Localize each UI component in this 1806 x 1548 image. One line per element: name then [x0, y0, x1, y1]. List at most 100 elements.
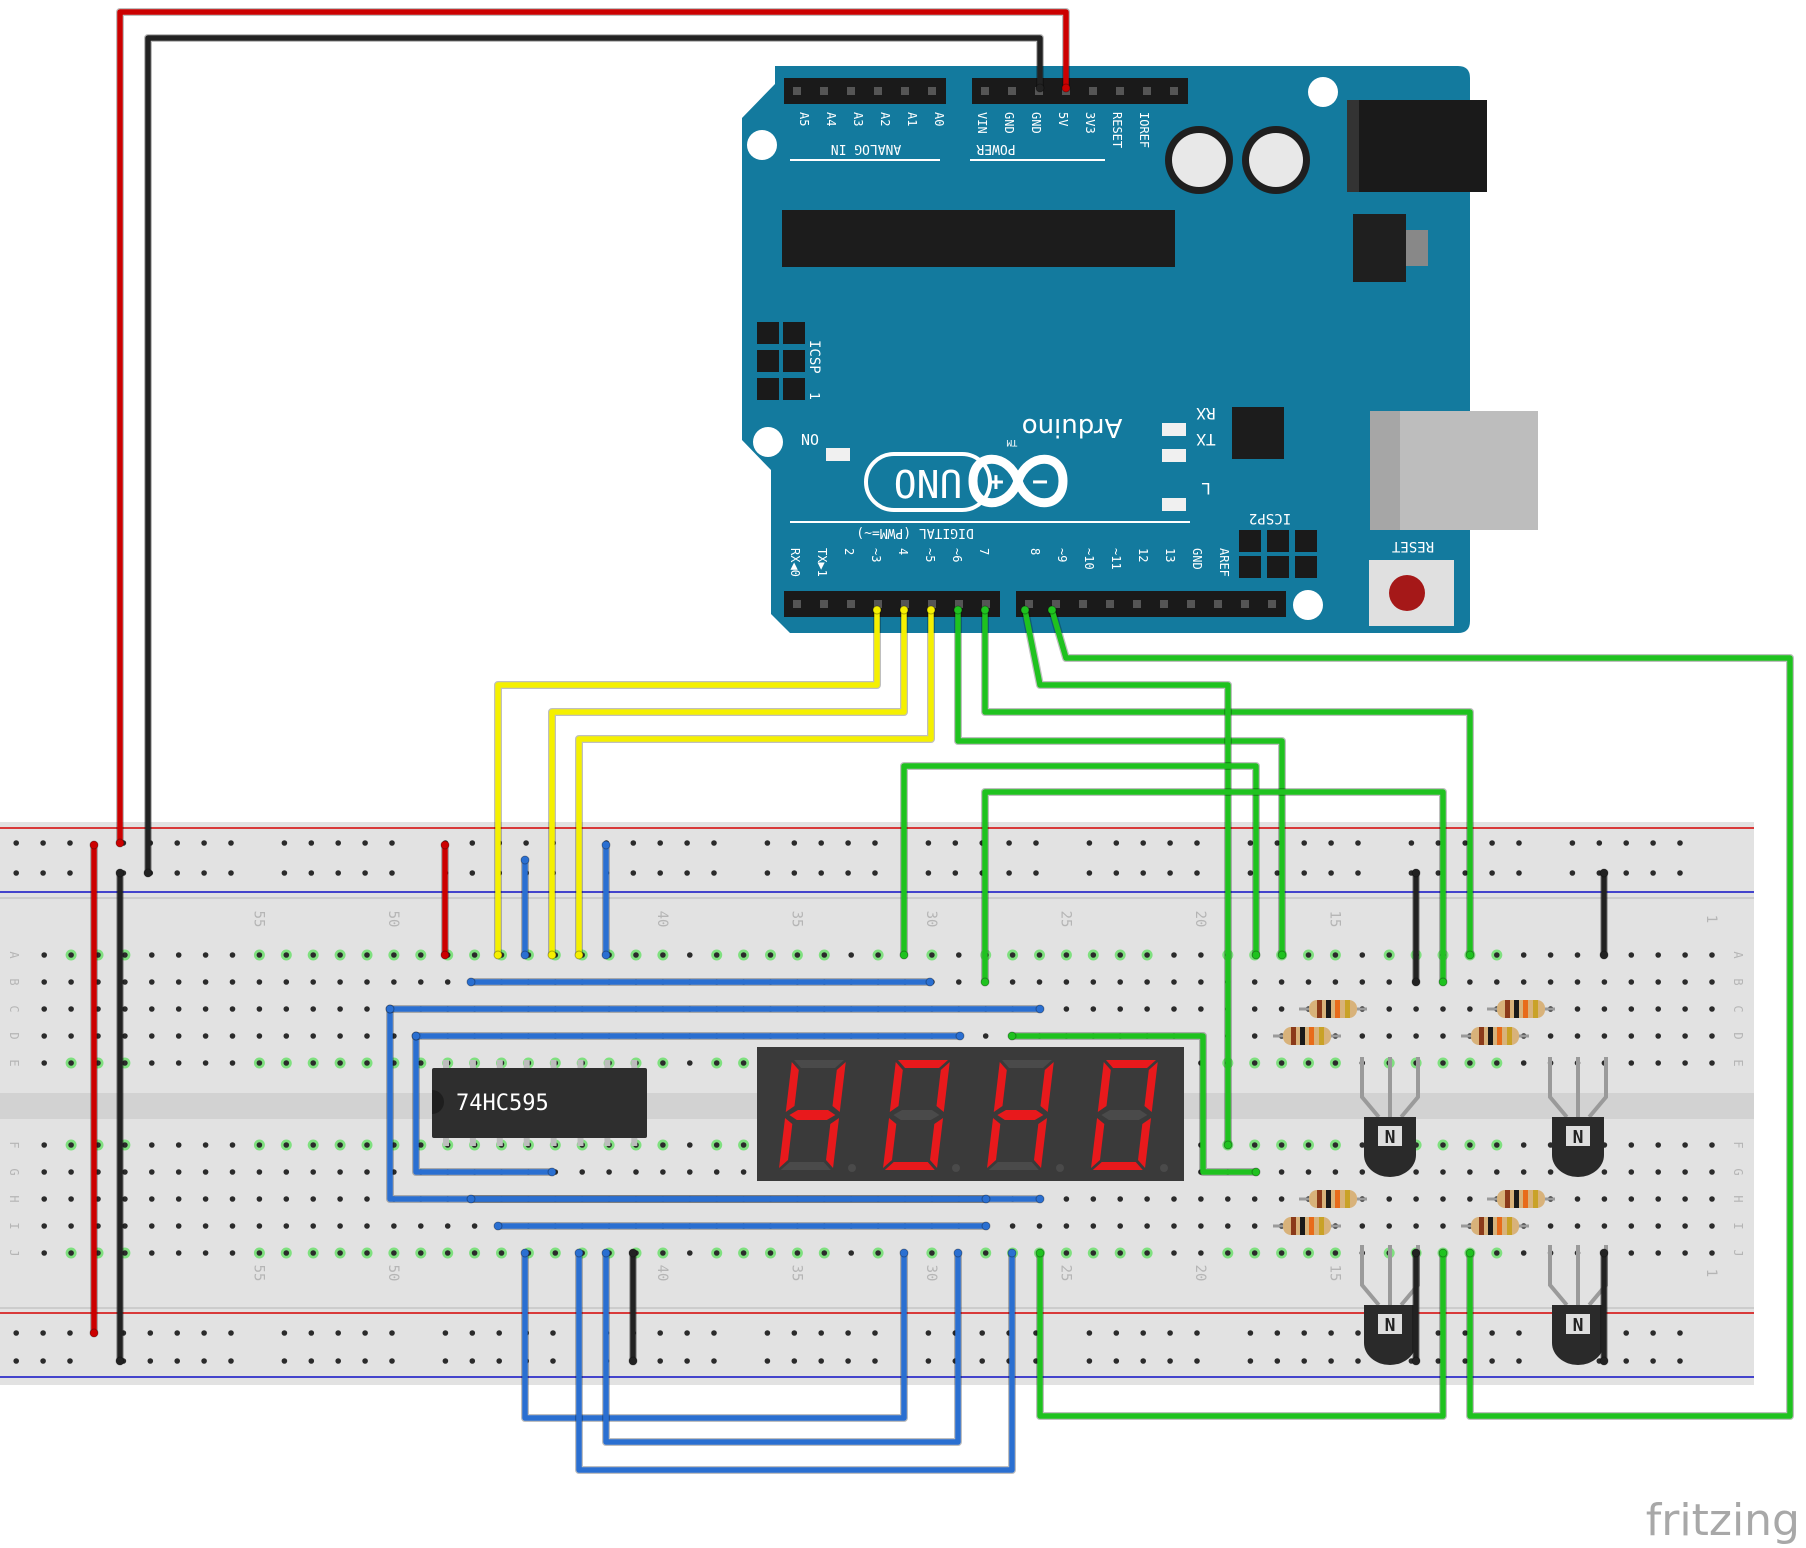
fritzing-watermark: fritzing	[1646, 1495, 1800, 1546]
breadboard-hole	[1305, 952, 1312, 958]
breadboard-hole	[1359, 1033, 1366, 1039]
breadboard-hole	[68, 1006, 74, 1012]
breadboard-hole	[713, 952, 720, 958]
display-segment	[826, 1118, 840, 1168]
breadboard-hole	[1440, 1033, 1446, 1039]
black-gnd-t3-end	[1411, 1248, 1421, 1258]
breadboard-hole	[1167, 870, 1173, 876]
breadboard-hole	[1440, 1142, 1446, 1148]
breadboard-hole	[228, 870, 234, 876]
breadboard-hole	[418, 1250, 424, 1256]
black-gnd-t4-end	[1599, 1248, 1609, 1258]
breadboard-hole	[337, 1169, 343, 1175]
ic-pin	[604, 1060, 611, 1068]
pin-label: GND	[1002, 112, 1016, 134]
pin-label: ~11	[1109, 548, 1123, 570]
transistor-label-bg	[1378, 1126, 1402, 1146]
column-number: 40	[654, 911, 670, 928]
display-segment	[884, 1162, 935, 1170]
breadboard-hole	[1328, 840, 1334, 846]
breadboard-hole	[687, 952, 693, 958]
breadboard-hole	[818, 1330, 824, 1336]
breadboard-hole	[1623, 840, 1629, 846]
breadboard-hole	[1440, 1060, 1446, 1066]
breadboard-hole	[848, 952, 854, 958]
breadboard-hole	[256, 952, 263, 958]
breadboard-hole	[229, 1196, 236, 1202]
breadboard-hole	[767, 952, 774, 958]
ic-pin	[496, 1138, 503, 1146]
breadboard-hole	[122, 1033, 128, 1039]
breadboard-hole	[13, 870, 19, 876]
breadboard-hole	[1167, 1330, 1173, 1336]
breadboard-hole	[337, 1250, 343, 1256]
breadboard-hole	[684, 840, 690, 846]
resistor-band	[1488, 1027, 1493, 1045]
breadboard-hole	[1413, 1196, 1419, 1202]
breadboard-hole	[256, 1006, 263, 1012]
header-socket	[1008, 87, 1016, 95]
icsp2-pin	[1267, 556, 1289, 578]
black-rail-link-end	[115, 1356, 125, 1366]
breadboard-hole	[1709, 1169, 1715, 1175]
breadboard-hole	[67, 1330, 73, 1336]
breadboard-hole	[228, 1330, 234, 1336]
pin-label: AREF	[1217, 548, 1231, 577]
voltage-regulator	[1353, 214, 1406, 282]
breadboard-hole	[1305, 1142, 1312, 1148]
ic-pin	[550, 1060, 557, 1068]
breadboard-hole	[1090, 952, 1097, 958]
column-number: 1	[1703, 915, 1719, 923]
power-led	[826, 448, 850, 461]
breadboard-hole	[1628, 1060, 1635, 1066]
breadboard-hole	[175, 1060, 182, 1066]
breadboard-hole	[713, 1169, 720, 1175]
header-socket	[847, 87, 855, 95]
breadboard-hole	[13, 1358, 19, 1364]
led-label: TX	[1196, 430, 1216, 449]
breadboard-hole	[68, 1060, 74, 1066]
ic-pin	[443, 1060, 449, 1068]
breadboard-hole	[471, 952, 478, 958]
breadboard-hole	[1494, 1169, 1500, 1175]
breadboard-hole	[1332, 979, 1339, 985]
breadboard-hole	[1494, 952, 1500, 958]
breadboard-hole	[362, 1330, 368, 1336]
black-gnd-wire-end	[1035, 83, 1045, 93]
breadboard-hole	[1251, 979, 1258, 985]
breadboard-hole	[1359, 1169, 1366, 1175]
red-ic-vcc-end	[440, 950, 450, 960]
breadboard-hole	[1247, 1358, 1254, 1364]
black-gnd-t3-end	[1411, 1356, 1421, 1366]
column-number: 20	[1192, 1265, 1208, 1282]
blue-wire-h-end	[899, 1248, 909, 1258]
display-segment	[997, 1110, 1044, 1120]
header-socket	[1079, 600, 1087, 608]
breadboard-hole	[1489, 1358, 1495, 1364]
breadboard-hole	[149, 1033, 155, 1039]
breadboard-hole	[1655, 1196, 1661, 1202]
display-segment	[1040, 1062, 1054, 1112]
green-wire-seg2-end	[1438, 977, 1448, 987]
breadboard-hole	[1520, 979, 1527, 985]
blue-wire-a-end	[520, 950, 530, 960]
breadboard-hole	[929, 952, 935, 958]
breadboard-hole	[1251, 1033, 1258, 1039]
breadboard-hole	[1086, 1358, 1093, 1364]
breadboard-hole	[1090, 1006, 1097, 1012]
header-socket	[874, 87, 882, 95]
breadboard-hole	[523, 840, 529, 846]
breadboard-hole	[391, 952, 397, 958]
row-letter-left: A	[7, 951, 21, 959]
breadboard-hole	[1413, 1006, 1419, 1012]
blue-wire-c-end	[925, 977, 935, 987]
breadboard-hole	[174, 1330, 180, 1336]
breadboard-hole	[925, 840, 932, 846]
breadboard-hole	[1332, 1169, 1339, 1175]
breadboard-hole	[711, 840, 717, 846]
breadboard-hole	[40, 870, 46, 876]
breadboard-hole	[308, 1358, 315, 1364]
breadboard-hole	[552, 1250, 559, 1256]
blue-wire-i-end	[1007, 1248, 1017, 1258]
